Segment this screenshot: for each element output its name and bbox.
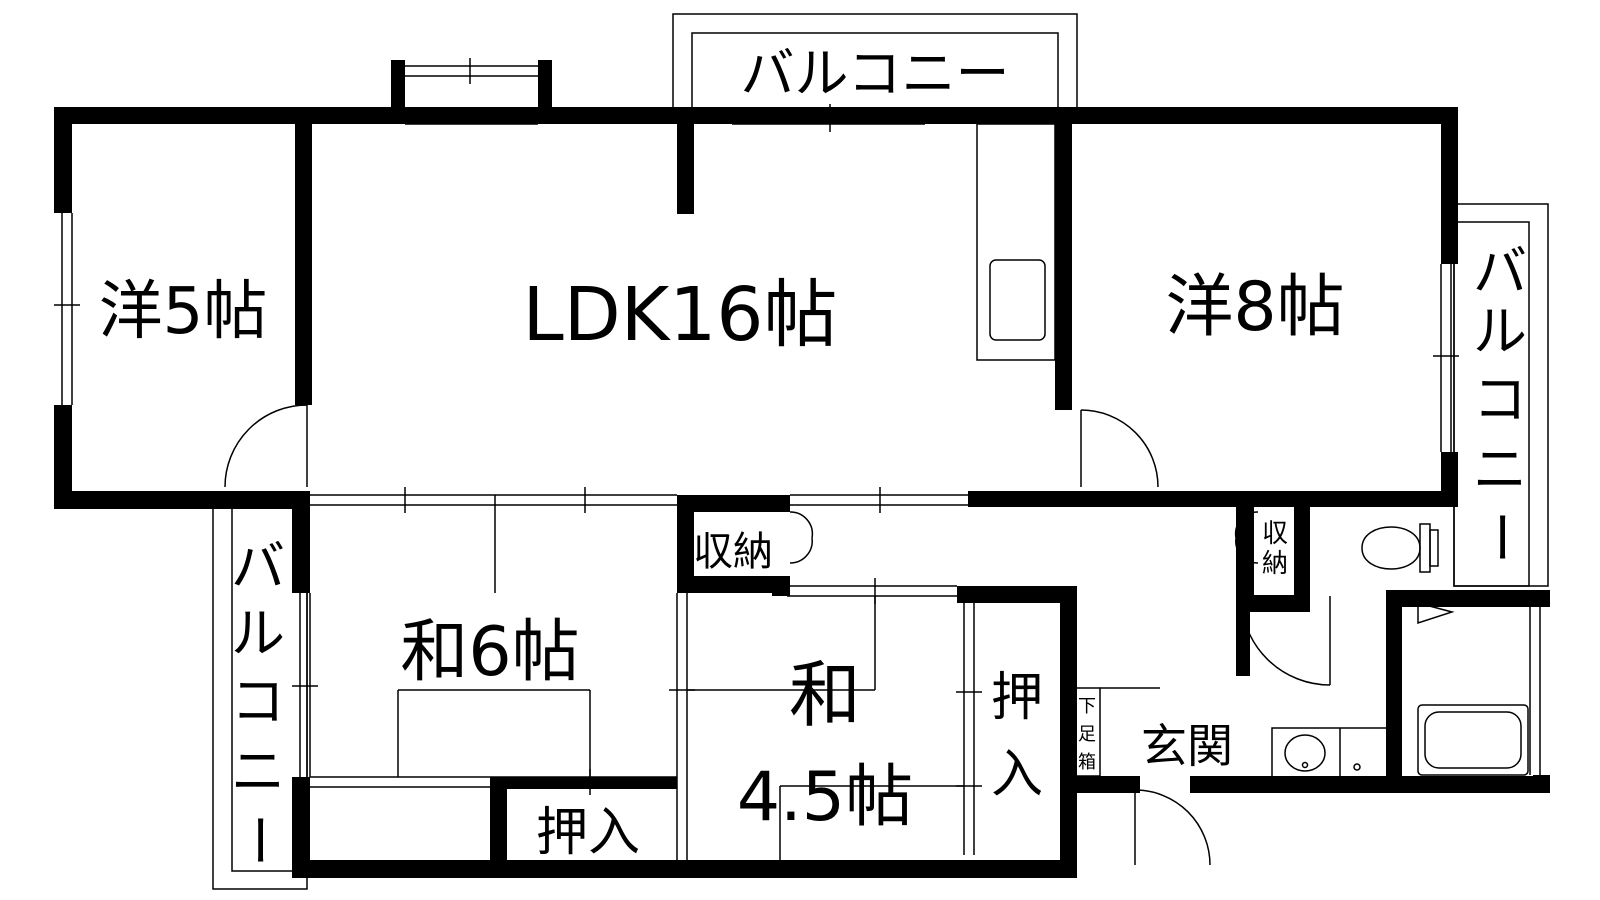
closet-right-label-1: 収	[1262, 519, 1288, 549]
sliding-doors	[310, 123, 1056, 860]
shoe-box-label-1: 下	[1078, 696, 1096, 717]
balcony-left-char: ニ	[231, 740, 285, 803]
closet-right-label-2: 納	[1262, 549, 1288, 579]
balcony-labels: バルコニー バ ル コ ニ ー バ ル コ ニ ー	[227, 42, 1532, 867]
balcony-left-char: ル	[231, 602, 285, 665]
room-label-japanese-45-line1: 和	[789, 653, 861, 737]
room-label-japanese-45-line2: 4.5帖	[737, 758, 913, 837]
balcony-right-char: ニ	[1473, 438, 1527, 501]
balcony-right-char: ル	[1473, 300, 1527, 363]
balcony-right-char: コ	[1473, 368, 1527, 431]
door-swings	[224, 404, 1455, 866]
shoe-box-label-2: 足	[1078, 724, 1096, 745]
oshiire-right-label-1: 押	[991, 668, 1043, 728]
balcony-left-char: コ	[231, 670, 285, 733]
balcony-right-char: バ	[1473, 240, 1527, 303]
balcony-right-char: ー	[1469, 510, 1532, 564]
balcony-top-label: バルコニー	[741, 42, 1010, 105]
room-label-western-8: 洋8帖	[1165, 268, 1344, 347]
room-label-western-5: 洋5帖	[99, 275, 268, 349]
oshiire-bottom-label: 押入	[536, 803, 640, 863]
room-labels: 洋5帖 LDK16帖 洋8帖 和6帖 和 4.5帖 玄関	[99, 268, 1345, 837]
balcony-left-char: バ	[231, 535, 285, 598]
storage-labels: 収納 収 納 下 足 箱 押入 押 入	[536, 519, 1288, 863]
room-label-entrance: 玄関	[1141, 719, 1233, 773]
shoe-box-label-3: 箱	[1078, 752, 1096, 773]
oshiire-right-label-2: 入	[991, 745, 1043, 805]
closet-center-label: 収納	[693, 529, 773, 575]
walls	[54, 60, 1550, 878]
room-label-japanese-6: 和6帖	[400, 613, 579, 692]
balcony-left-char: ー	[227, 813, 290, 867]
room-label-ldk: LDK16帖	[523, 272, 838, 358]
